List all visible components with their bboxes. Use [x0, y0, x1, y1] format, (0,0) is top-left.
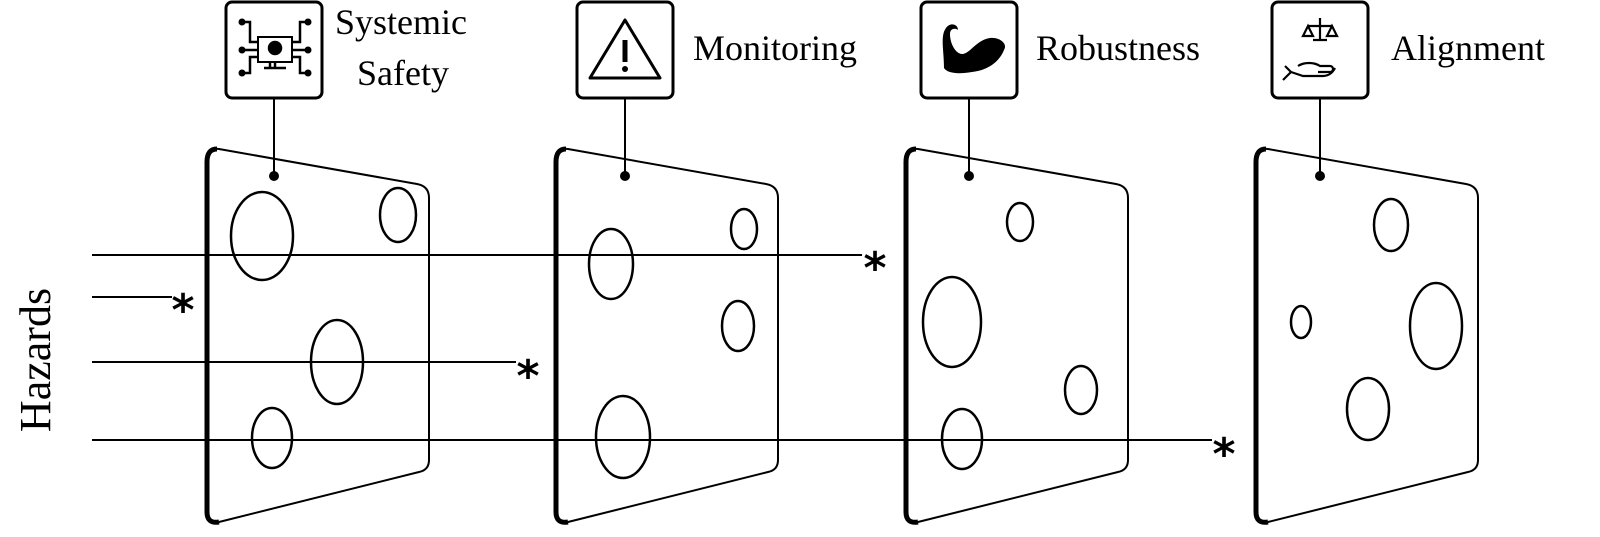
defense-layer-plate	[204, 98, 430, 525]
connector-dot	[964, 171, 974, 181]
hazard-stop-marker: *	[516, 351, 539, 402]
black-swan-icon	[942, 24, 1006, 74]
plate-edge	[903, 146, 919, 525]
connector-dot	[269, 171, 279, 181]
plate-hole	[1063, 364, 1099, 416]
plate-hole	[587, 227, 635, 301]
plate-hole	[250, 406, 294, 470]
connector-dot	[620, 171, 630, 181]
scales-hand-icon	[1282, 18, 1339, 81]
hazard-stop-marker: *	[1212, 429, 1235, 480]
plate-hole	[1345, 376, 1391, 442]
hazard-lines	[92, 254, 1212, 441]
plate-hole	[921, 275, 983, 369]
plate-edge	[553, 146, 569, 525]
plate-hole	[720, 299, 756, 353]
plate-hole	[378, 186, 418, 244]
defense-layer-plate	[903, 98, 1129, 525]
layer-monitoring: Monitoring	[575, 0, 857, 100]
layer-label: Systemic	[335, 2, 467, 42]
skull-monitor-network-icon	[238, 18, 312, 77]
plate-hole	[1372, 197, 1410, 253]
layer-alignment: Alignment	[1270, 0, 1545, 100]
plate-hole	[1408, 281, 1464, 371]
plate-edge	[1253, 146, 1269, 525]
layer-systemic-safety: Systemic Safety	[224, 0, 467, 100]
defense-layer-plate	[553, 98, 779, 525]
layer-robustness: Robustness	[919, 0, 1200, 100]
plate-hole	[229, 190, 295, 282]
plate-edge	[204, 146, 220, 525]
plate-hole	[729, 207, 759, 251]
layer-label: Monitoring	[693, 28, 857, 68]
connector-dot	[1315, 171, 1325, 181]
hazard-stop-marker: *	[171, 285, 194, 336]
plate-hole	[594, 394, 652, 480]
layer-label: Alignment	[1391, 28, 1545, 68]
plate-hole	[1005, 201, 1035, 243]
defense-layer-plate	[1253, 98, 1479, 525]
hazard-stop-marker: *	[863, 243, 886, 294]
hazards-label: Hazards	[11, 288, 60, 432]
plate-hole	[1289, 304, 1313, 340]
warning-triangle-icon	[588, 18, 662, 80]
layer-label: Safety	[357, 53, 449, 93]
layer-label: Robustness	[1036, 28, 1200, 68]
